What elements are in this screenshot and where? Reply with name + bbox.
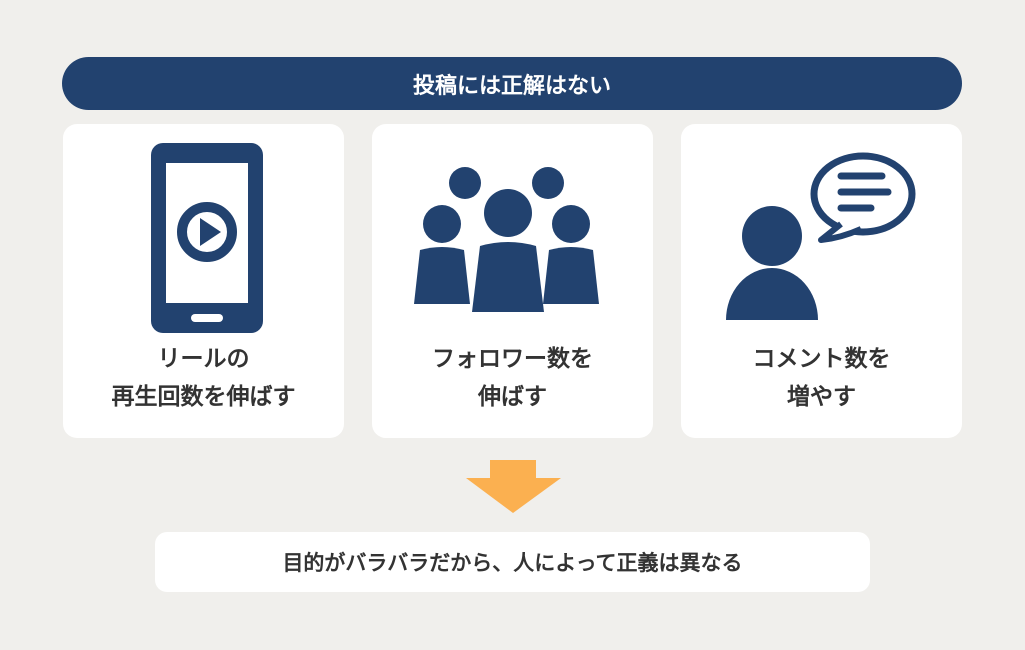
card-label: フォロワー数を 伸ばす	[372, 340, 653, 416]
label-line: 伸ばす	[478, 384, 547, 410]
card-reel-views: リールの 再生回数を伸ばす	[63, 124, 344, 438]
title-banner: 投稿には正解はない	[62, 57, 962, 110]
label-line: 再生回数を伸ばす	[111, 384, 296, 410]
conclusion-box: 目的がバラバラだから、人によって正義は異なる	[155, 532, 870, 592]
label-line: 増やす	[787, 384, 856, 410]
conclusion-text: 目的がバラバラだから、人によって正義は異なる	[282, 551, 743, 575]
label-line: リールの	[157, 346, 250, 372]
card-label: コメント数を 増やす	[681, 340, 962, 416]
label-line: コメント数を	[752, 346, 891, 372]
card-label: リールの 再生回数を伸ばす	[63, 340, 344, 416]
label-line: フォロワー数を	[432, 346, 593, 372]
title-text: 投稿には正解はない	[412, 73, 611, 99]
card-comments: コメント数を 増やす	[681, 124, 962, 438]
group-people-icon	[414, 167, 599, 312]
smartphone-play-icon	[151, 143, 263, 333]
arrow-down-icon	[466, 460, 561, 513]
person-comment-icon	[726, 152, 916, 320]
card-followers: フォロワー数を 伸ばす	[372, 124, 653, 438]
